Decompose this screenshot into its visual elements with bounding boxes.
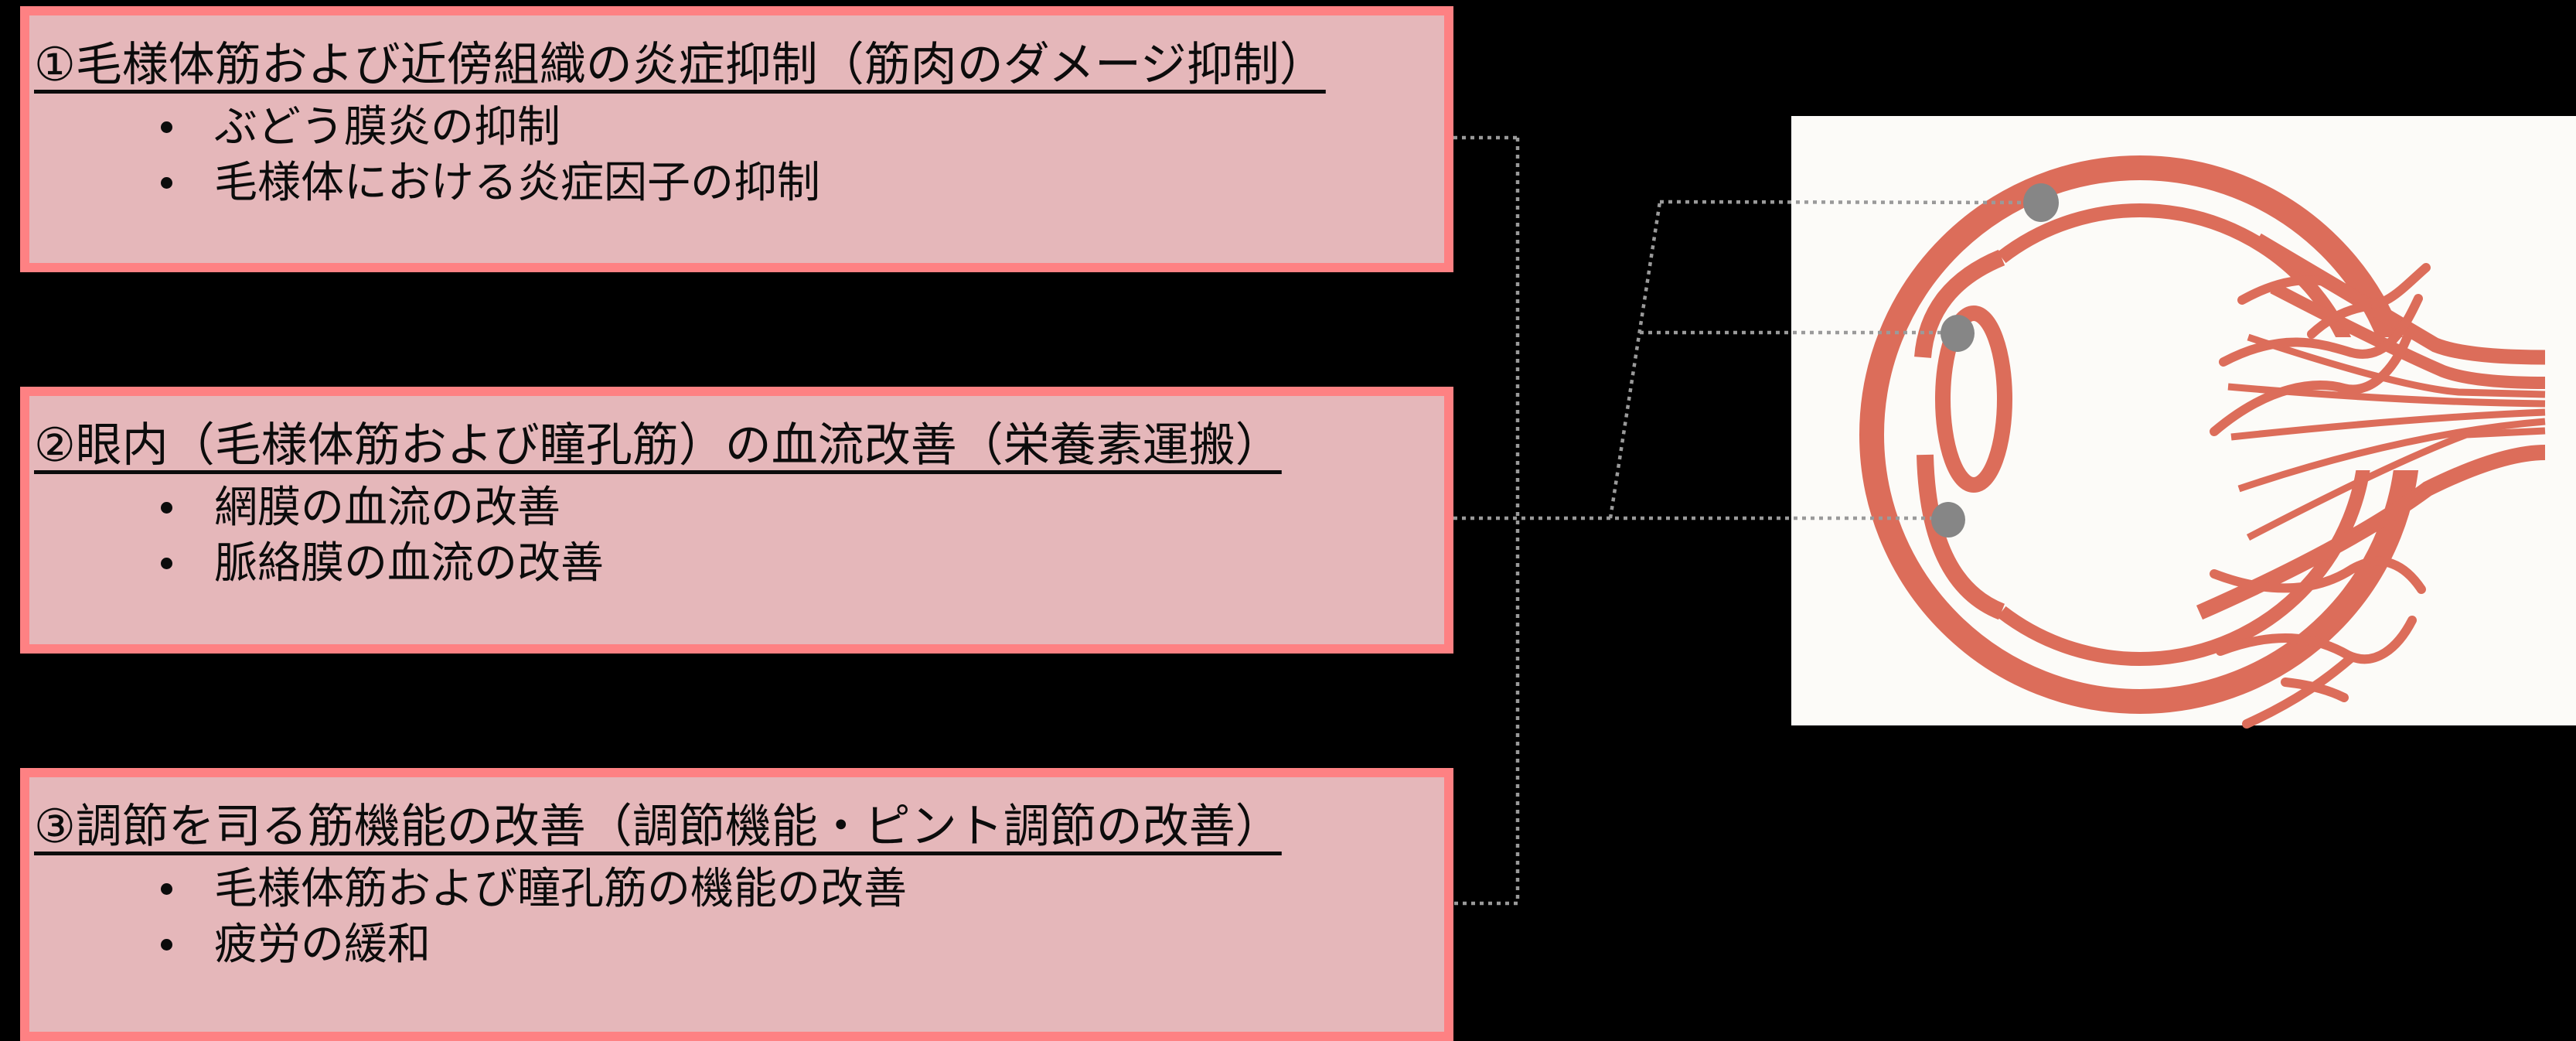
retinal-vessels	[2210, 263, 2431, 729]
bullet-dot-icon	[161, 501, 172, 514]
vessel-branch	[2281, 678, 2349, 702]
box-1-title: ①毛様体筋および近傍組織の炎症抑制（筋肉のダメージ抑制）	[34, 39, 1326, 90]
bullet-dot-icon	[161, 121, 172, 133]
bullet-text: 疲労の緩和	[214, 920, 431, 968]
list-item: 網膜の血流の改善	[34, 480, 1432, 535]
box-2-bullet-list: 網膜の血流の改善 脈絡膜の血流の改善	[34, 480, 1432, 591]
connector-to-top-marker	[1659, 200, 2042, 205]
ciliary-arc-lower	[1917, 454, 2005, 620]
connector-diagonal	[1608, 201, 1662, 519]
marker-dot-top	[2023, 183, 2059, 222]
box-3-title: ③調節を司る筋機能の改善（調節機能・ピント調節の改善）	[34, 800, 1282, 852]
bullet-dot-icon	[161, 882, 172, 895]
info-box-2: ②眼内（毛様体筋および瞳孔筋）の血流改善（栄養素運搬） 網膜の血流の改善 脈絡膜…	[20, 387, 1453, 654]
bullet-dot-icon	[161, 557, 172, 569]
info-box-2-content: ②眼内（毛様体筋および瞳孔筋）の血流改善（栄養素運搬） 網膜の血流の改善 脈絡膜…	[29, 396, 1444, 591]
bullet-dot-icon	[161, 176, 172, 189]
nerve-fiber	[2246, 427, 2546, 541]
info-box-1: ①毛様体筋および近傍組織の炎症抑制（筋肉のダメージ抑制） ぶどう膜炎の抑制 毛様…	[20, 6, 1453, 272]
info-box-3-content: ③調節を司る筋機能の改善（調節機能・ピント調節の改善） 毛様体筋および瞳孔筋の機…	[29, 777, 1444, 972]
bullet-text: 脈絡膜の血流の改善	[214, 538, 604, 587]
marker-dot-middle	[1941, 315, 1975, 352]
vessel-branch	[2219, 294, 2423, 367]
list-item: 毛様体における炎症因子の抑制	[34, 155, 1432, 210]
box-2-title: ②眼内（毛様体筋および瞳孔筋）の血流改善（栄養素運搬）	[34, 419, 1282, 471]
list-item: 疲労の緩和	[34, 916, 1432, 972]
ciliary-arc-upper	[1914, 249, 2005, 359]
bullet-dot-icon	[161, 938, 172, 951]
connector-lines	[1453, 135, 2042, 906]
bullet-text: 毛様体筋および瞳孔筋の機能の改善	[214, 864, 907, 913]
nerve-fiber	[2230, 408, 2546, 441]
marker-dot-bottom	[1931, 502, 1965, 538]
vessel-branch	[2307, 302, 2372, 339]
vessel-branch	[2237, 263, 2431, 309]
list-item: 毛様体筋および瞳孔筋の機能の改善	[34, 861, 1432, 916]
box-1-bullet-list: ぶどう膜炎の抑制 毛様体における炎症因子の抑制	[34, 99, 1432, 210]
vessel-branch	[2210, 556, 2426, 594]
nerve-fiber	[2196, 445, 2546, 620]
info-box-3: ③調節を司る筋機能の改善（調節機能・ピント調節の改善） 毛様体筋および瞳孔筋の機…	[20, 768, 1453, 1041]
list-item: 脈絡膜の血流の改善	[34, 535, 1432, 591]
box-3-bullet-list: 毛様体筋および瞳孔筋の機能の改善 疲労の緩和	[34, 861, 1432, 972]
vessel-branch	[2216, 616, 2417, 664]
nerve-fiber	[2237, 418, 2546, 493]
bullet-text: ぶどう膜炎の抑制	[214, 102, 561, 151]
bullet-text: 毛様体における炎症因子の抑制	[214, 158, 820, 206]
list-item: ぶどう膜炎の抑制	[34, 99, 1432, 155]
vessel-branch	[2210, 328, 2414, 436]
bullet-text: 網膜の血流の改善	[214, 483, 561, 531]
eye-lens	[1935, 305, 2012, 493]
info-box-1-content: ①毛様体筋および近傍組織の炎症抑制（筋肉のダメージ抑制） ぶどう膜炎の抑制 毛様…	[29, 15, 1444, 210]
